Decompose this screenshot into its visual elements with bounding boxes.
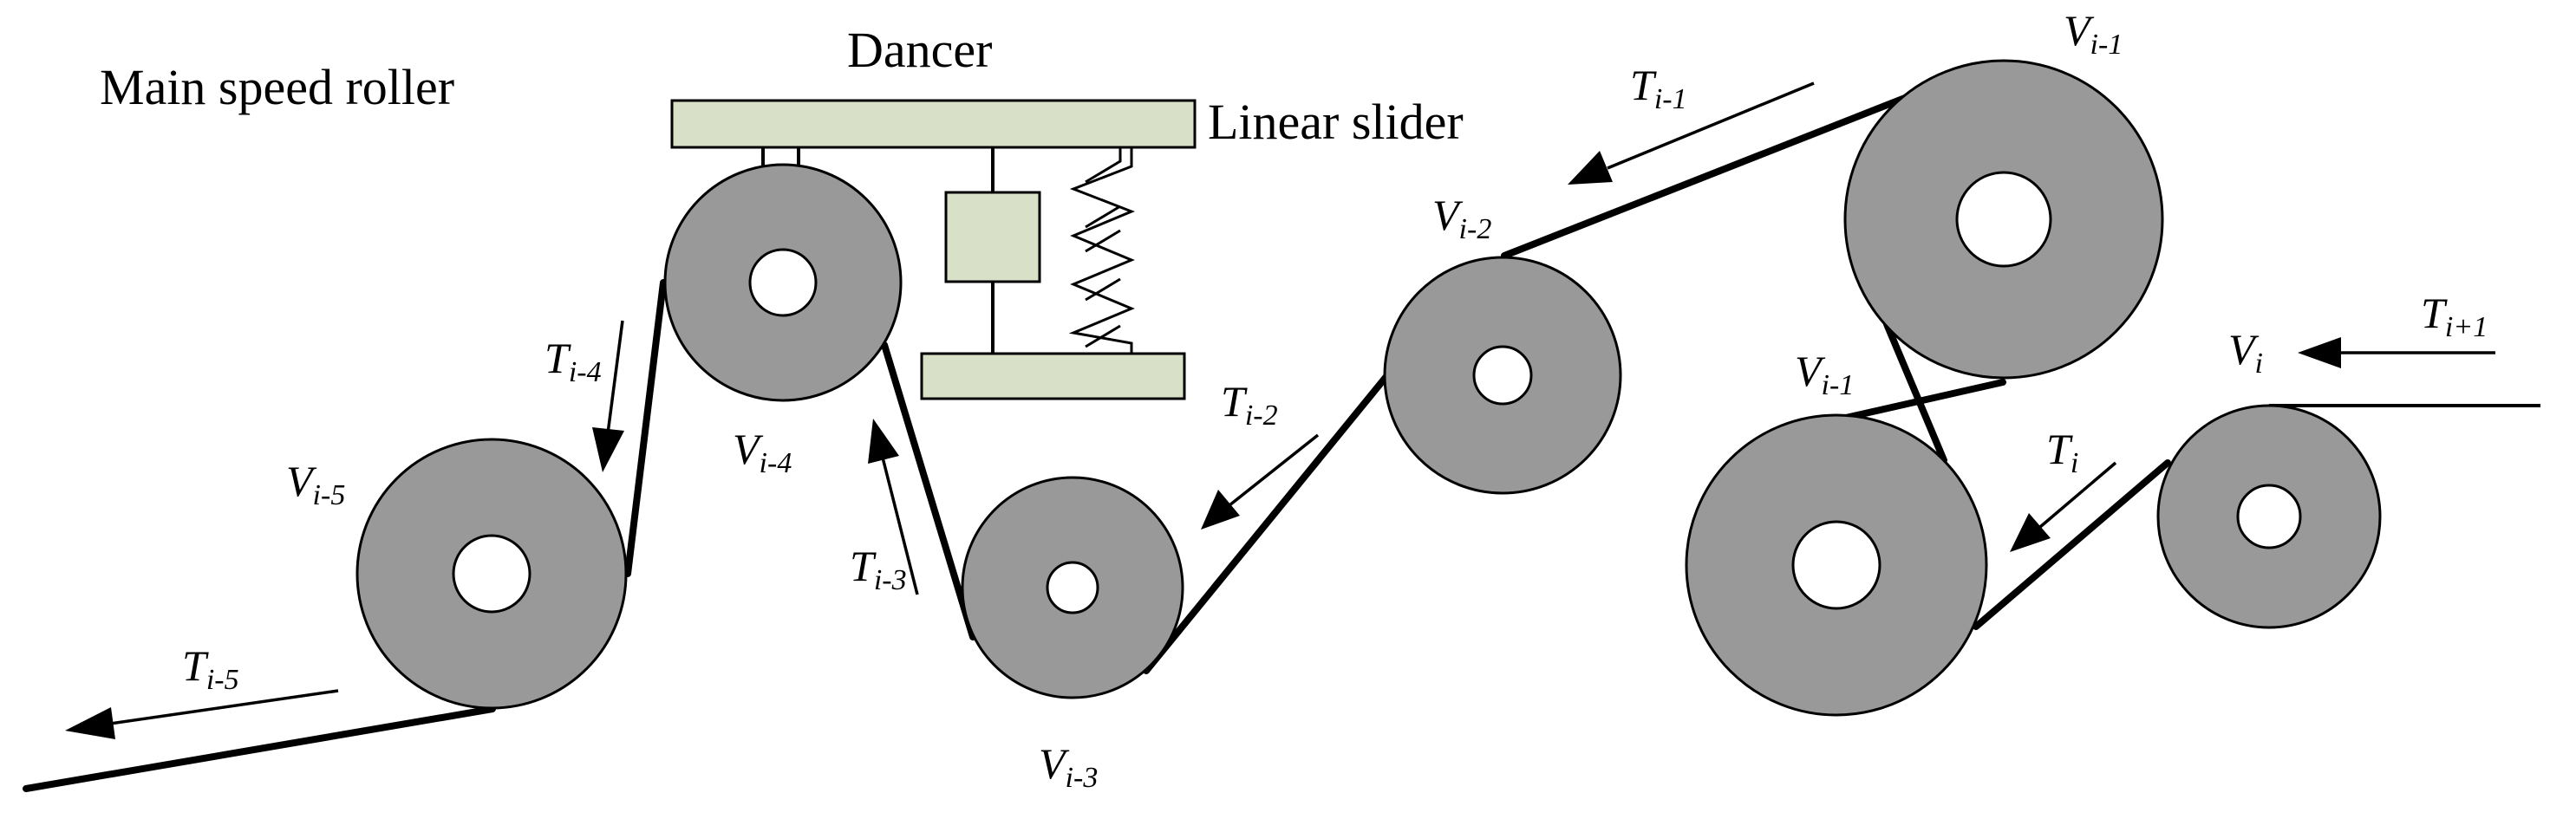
web-path [23, 94, 2540, 792]
speed-label-v-i-2: Vi-2 [1432, 191, 1491, 245]
arrow-t-i [2010, 461, 2117, 552]
web-segment-roller1bottom-to-rolleri [1973, 459, 2171, 630]
linear-slider-label: Linear slider [1208, 94, 1464, 150]
speed-label-v-i-1-bottom: Vi-1 [1795, 347, 1854, 401]
arrow-t-i-3 [868, 419, 919, 595]
roller-i-5 [355, 438, 628, 710]
dancer-assembly [670, 99, 1197, 400]
roller-i-1-bottom [1685, 413, 1988, 717]
speed-label-v-i-3: Vi-3 [1039, 739, 1098, 794]
roller-i-3 [961, 476, 1184, 699]
tension-label-t-i-5: Ti-5 [182, 641, 239, 696]
speed-label-v-i-4: Vi-4 [733, 425, 792, 479]
tension-label-t-i-3: Ti-3 [850, 542, 907, 596]
web-segment-roller4-to-roller3 [881, 341, 976, 640]
tension-label-t-i-1: Ti-1 [1630, 61, 1687, 115]
web-segment-roller1top-to-roller1bottom [1883, 321, 1947, 464]
dancer-label: Dancer [847, 22, 992, 78]
dancer-base-plate [920, 352, 1186, 400]
tension-label-t-i-4: Ti-4 [545, 334, 602, 388]
arrow-t-i-4 [592, 320, 624, 472]
spring [1068, 147, 1136, 354]
linear-slider-plate [670, 99, 1197, 149]
tension-arrows [65, 81, 2495, 739]
speed-label-v-i-5: Vi-5 [286, 457, 345, 511]
arrow-t-i+1 [2298, 337, 2495, 368]
web-segment-roller5-to-roller4 [624, 279, 667, 577]
tension-label-t-i-2: Ti-2 [1221, 377, 1278, 432]
web-segment-roller2-to-roller1top [1501, 94, 1908, 259]
web-segment-roller3-to-roller2 [1143, 372, 1391, 674]
speed-label-v-i-1-top: Vi-1 [2064, 6, 2123, 61]
arrow-t-i-5 [65, 689, 339, 739]
roller-i-4-dancer [663, 163, 903, 402]
roller-i-2 [1383, 256, 1622, 495]
main-speed-roller-label: Main speed roller [100, 59, 454, 115]
arrow-t-i-2 [1201, 433, 1320, 530]
damper-body [944, 191, 1041, 283]
arrow-t-i-1 [1568, 81, 1815, 185]
web-segment-tie-vi-1 [1835, 379, 2006, 423]
web-segment-exit [23, 705, 496, 792]
roller-i-1-top [1843, 59, 2164, 380]
speed-label-v-i: Vi [2228, 325, 2263, 380]
roller-i [2156, 404, 2382, 629]
tension-label-t-i: Ti [2046, 425, 2078, 479]
tension-label-t-i+1: Ti+1 [2421, 289, 2488, 343]
